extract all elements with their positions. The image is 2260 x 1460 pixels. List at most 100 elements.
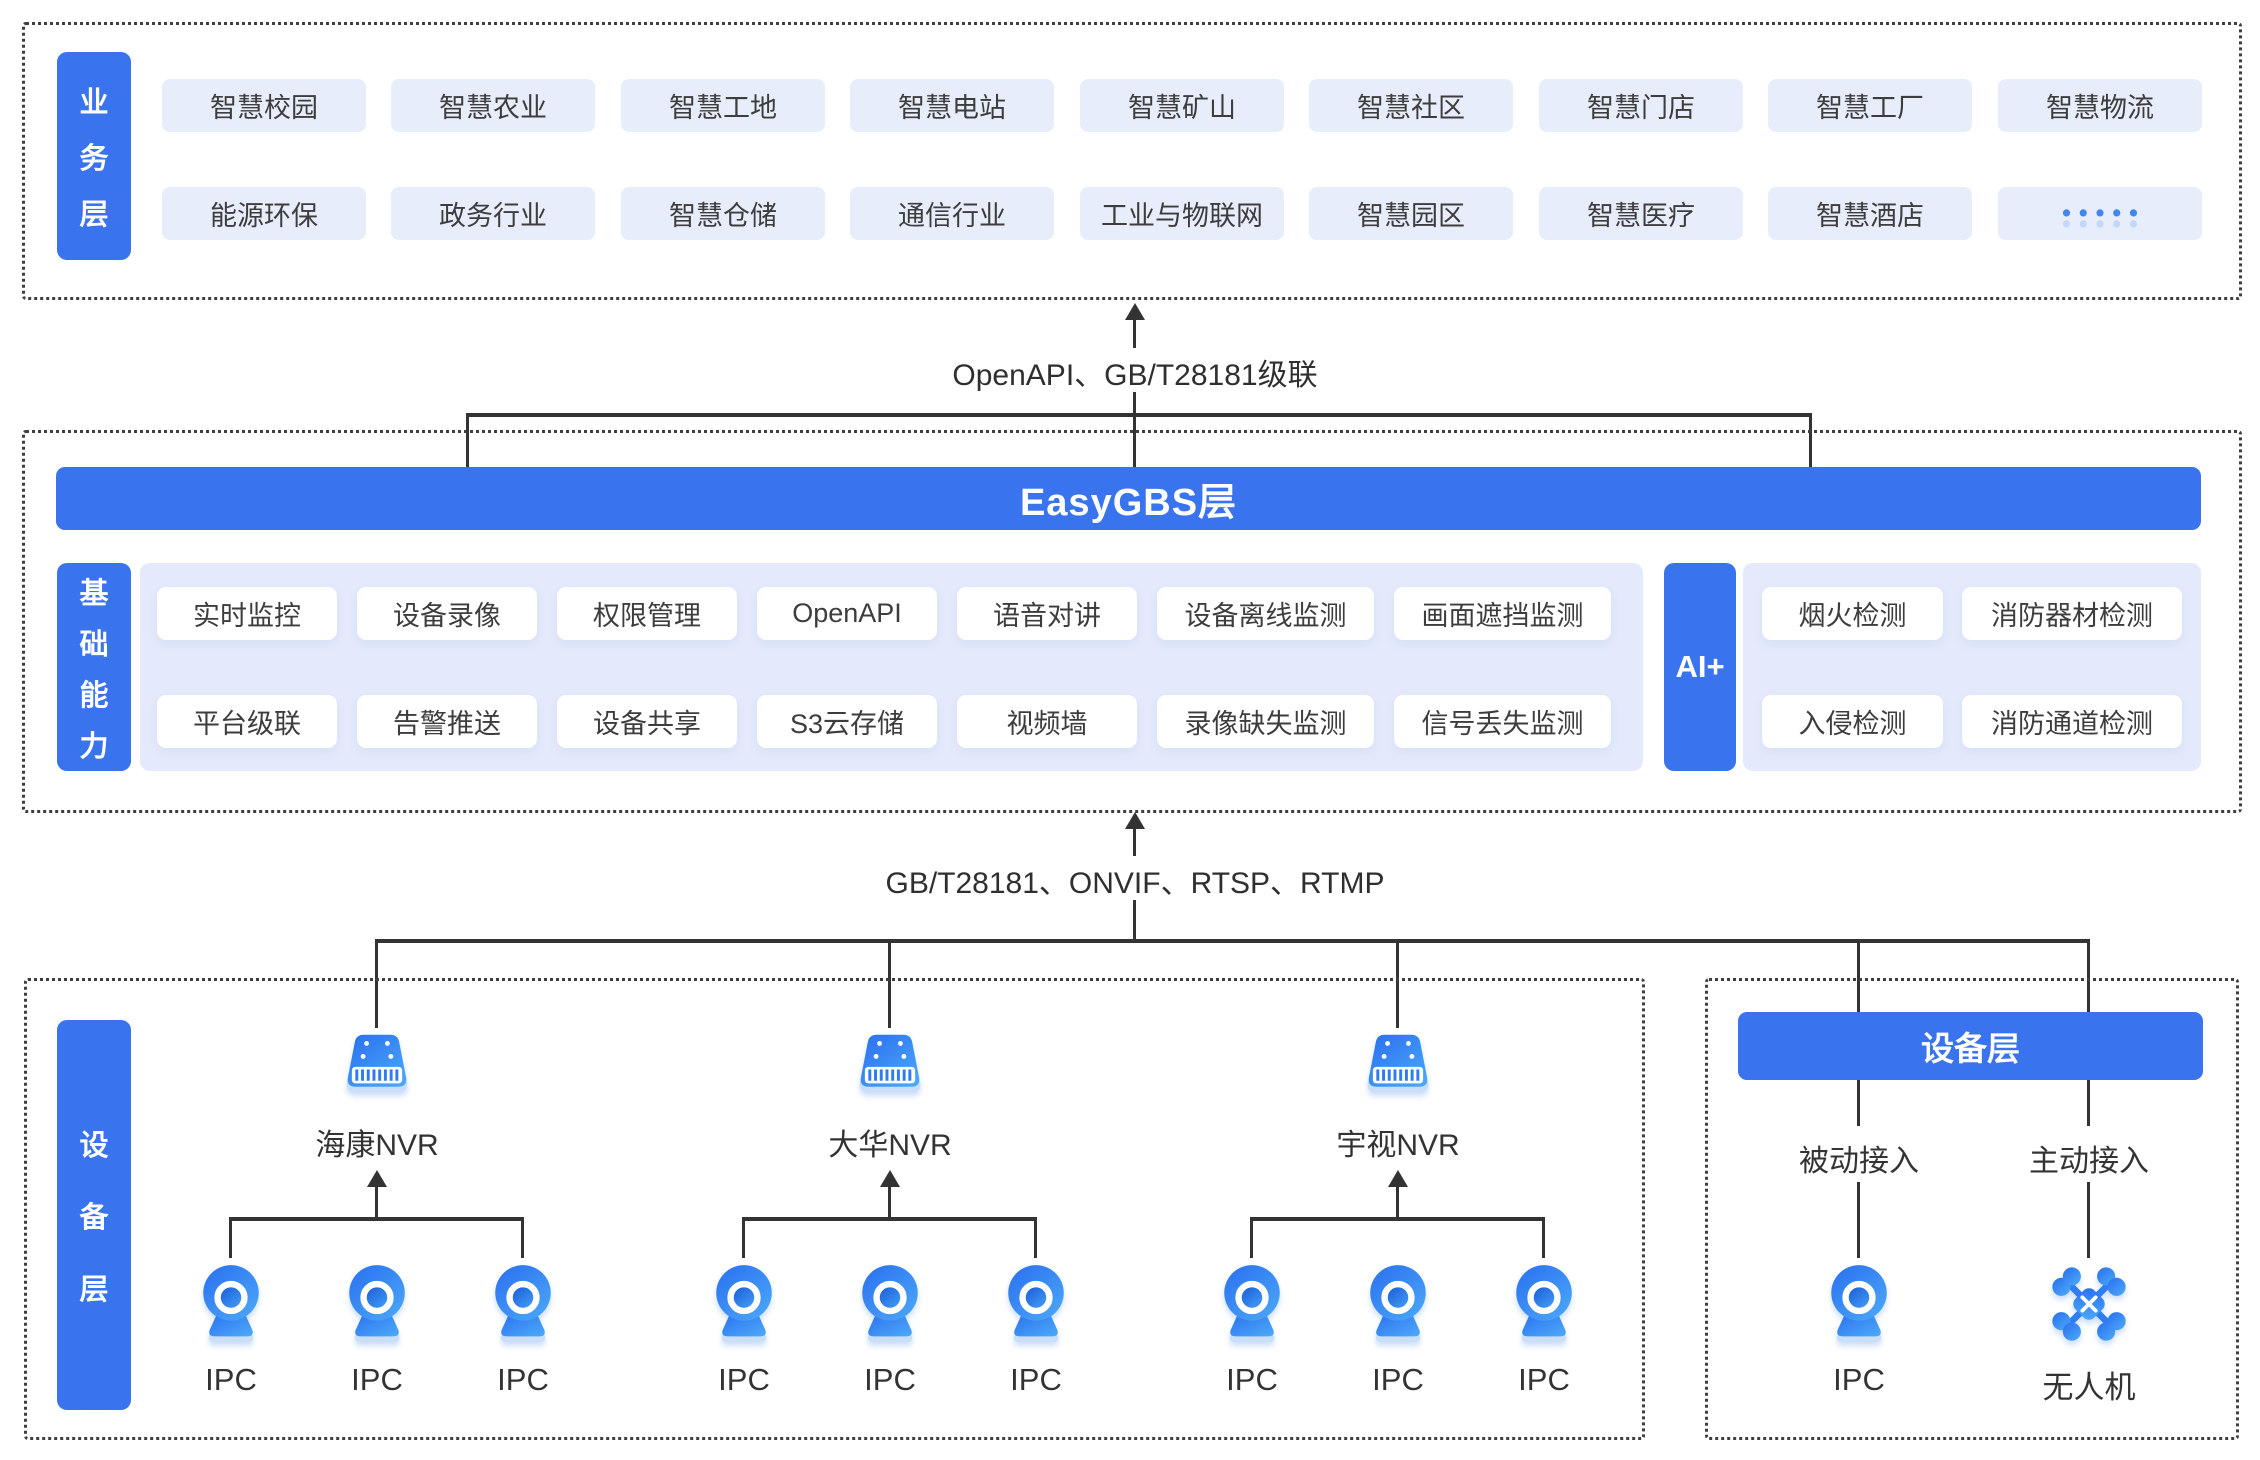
connector-line xyxy=(1133,392,1136,467)
business-chip: 智慧医疗 xyxy=(1539,187,1743,240)
direct-device-banner: 设备层 xyxy=(1738,1012,2203,1080)
capability-chip: 画面遮挡监测 xyxy=(1394,587,1611,640)
device-layer-label-text: 设备层 xyxy=(79,1130,109,1306)
connector-line xyxy=(375,939,378,1028)
nvr-icon xyxy=(1359,1030,1437,1102)
capability-label: 基础能力 xyxy=(57,563,131,771)
connector-line xyxy=(1250,1217,1253,1258)
business-chip: 政务行业 xyxy=(391,187,595,240)
connector-line xyxy=(1542,1217,1545,1258)
nvr-label: 海康NVR xyxy=(315,1129,439,1162)
business-chip: 智慧门店 xyxy=(1539,79,1743,132)
business-chip: 智慧园区 xyxy=(1309,187,1513,240)
connector-line xyxy=(1857,939,1860,1012)
ipc-camera-icon xyxy=(1215,1261,1289,1347)
capability-chip: 语音对讲 xyxy=(957,587,1137,640)
drone-label: 无人机 xyxy=(2042,1370,2136,1405)
capability-chip: 平台级联 xyxy=(157,695,337,748)
ipc-label: IPC xyxy=(864,1362,916,1397)
capability-chip: 设备录像 xyxy=(357,587,537,640)
easygbs-banner: EasyGBS层 xyxy=(56,467,2201,530)
ipc-camera-icon xyxy=(707,1261,781,1347)
ellipsis-dots-icon: ••••• xyxy=(2062,199,2146,227)
nvr-label: 宇视NVR xyxy=(1336,1129,1460,1162)
ipc-label: IPC xyxy=(1226,1362,1278,1397)
capability-chip: 权限管理 xyxy=(557,587,737,640)
business-chip: 工业与物联网 xyxy=(1080,187,1284,240)
device-layer-box xyxy=(24,978,1645,1440)
active-access-label: 主动接入 xyxy=(2029,1145,2149,1178)
business-chip: 智慧校园 xyxy=(162,79,366,132)
connector-line xyxy=(888,1185,891,1219)
link-easygbs-device-label: GB/T28181、ONVIF、RTSP、RTMP xyxy=(785,858,1485,902)
capability-chip: 设备离线监测 xyxy=(1157,587,1374,640)
ipc-camera-icon xyxy=(1822,1261,1896,1347)
business-layer-label-text: 业务层 xyxy=(79,87,109,231)
ipc-label: IPC xyxy=(1372,1362,1424,1397)
business-chip-more: ••••• xyxy=(1998,187,2202,240)
ipc-label: IPC xyxy=(1010,1362,1062,1397)
nvr-label: 大华NVR xyxy=(828,1129,952,1162)
connector-line xyxy=(1857,1182,1860,1258)
connector-line xyxy=(2087,939,2090,1012)
nvr-icon xyxy=(851,1030,929,1102)
capability-chip: S3云存储 xyxy=(757,695,937,748)
ipc-label: IPC xyxy=(718,1362,770,1397)
business-chip: 能源环保 xyxy=(162,187,366,240)
business-chip: 智慧农业 xyxy=(391,79,595,132)
up-arrowhead-icon xyxy=(1125,812,1145,829)
capability-label-text: 基础能力 xyxy=(79,577,109,763)
business-chip: 智慧工地 xyxy=(621,79,825,132)
business-layer-box xyxy=(22,22,2242,300)
business-chip: 智慧物流 xyxy=(1998,79,2202,132)
connector-line xyxy=(1034,1217,1037,1258)
ipc-label: IPC xyxy=(205,1362,257,1397)
ipc-camera-icon xyxy=(853,1261,927,1347)
capability-chip: 实时监控 xyxy=(157,587,337,640)
ai-plus-label: AI+ xyxy=(1664,563,1736,771)
device-layer-label: 设备层 xyxy=(57,1020,131,1410)
connector-bracket xyxy=(468,413,1812,417)
connector-line xyxy=(466,413,469,467)
capability-chip: OpenAPI xyxy=(757,587,937,640)
connector-line xyxy=(375,1185,378,1219)
ipc-camera-icon xyxy=(194,1261,268,1347)
capability-chip: 告警推送 xyxy=(357,695,537,748)
connector-line xyxy=(888,939,891,1028)
capability-chip: 视频墙 xyxy=(957,695,1137,748)
business-chip: 智慧矿山 xyxy=(1080,79,1284,132)
ipc-camera-icon xyxy=(1361,1261,1435,1347)
connector-line xyxy=(2087,1182,2090,1258)
up-arrowhead-icon xyxy=(1125,303,1145,320)
ipc-label: IPC xyxy=(1518,1362,1570,1397)
connector-line xyxy=(2087,1080,2090,1126)
connector-bracket xyxy=(377,939,2089,943)
connector-line xyxy=(1133,827,1136,856)
ipc-camera-icon xyxy=(999,1261,1073,1347)
direct-ipc-label: IPC xyxy=(1833,1362,1885,1397)
business-chip: 智慧仓储 xyxy=(621,187,825,240)
ipc-camera-icon xyxy=(1507,1261,1581,1347)
connector-bracket xyxy=(1252,1217,1544,1221)
ipc-camera-icon xyxy=(340,1261,414,1347)
capability-chip: 信号丢失监测 xyxy=(1394,695,1611,748)
connector-line xyxy=(1857,1080,1860,1126)
connector-line xyxy=(229,1217,232,1258)
business-chip: 智慧社区 xyxy=(1309,79,1513,132)
connector-line xyxy=(1396,1185,1399,1219)
up-arrowhead-icon xyxy=(880,1170,900,1187)
connector-line xyxy=(1809,413,1812,467)
connector-line xyxy=(1396,939,1399,1028)
nvr-icon xyxy=(338,1030,416,1102)
connector-line xyxy=(742,1217,745,1258)
ipc-camera-icon xyxy=(486,1261,560,1347)
direct-device-box xyxy=(1705,978,2239,1440)
business-layer-label: 业务层 xyxy=(57,52,131,260)
connector-bracket xyxy=(231,1217,523,1221)
business-chip: 智慧工厂 xyxy=(1768,79,1972,132)
business-chip: 通信行业 xyxy=(850,187,1054,240)
connector-line xyxy=(521,1217,524,1258)
capability-chip: 录像缺失监测 xyxy=(1157,695,1374,748)
ai-chip: 入侵检测 xyxy=(1762,695,1943,748)
link-business-easygbs-label: OpenAPI、GB/T28181级联 xyxy=(835,350,1435,394)
